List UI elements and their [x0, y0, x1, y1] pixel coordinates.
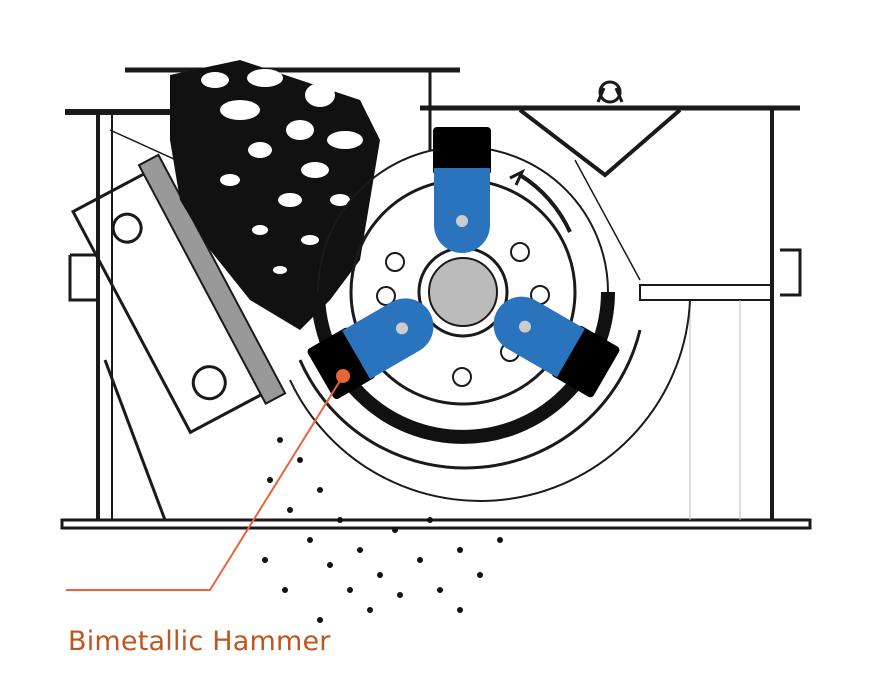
- shaft: [428, 257, 498, 327]
- leader-dot: [336, 369, 350, 383]
- hammer-top: [433, 127, 491, 253]
- feed-material: [170, 60, 380, 330]
- crushed-material: [262, 437, 503, 623]
- hammer-left-bimetallic: [307, 298, 434, 400]
- label-bimetallic-hammer: Bimetallic Hammer: [68, 626, 331, 657]
- hammer-right: [493, 296, 620, 398]
- leader-line: [66, 369, 350, 591]
- machine-frame: [60, 67, 812, 530]
